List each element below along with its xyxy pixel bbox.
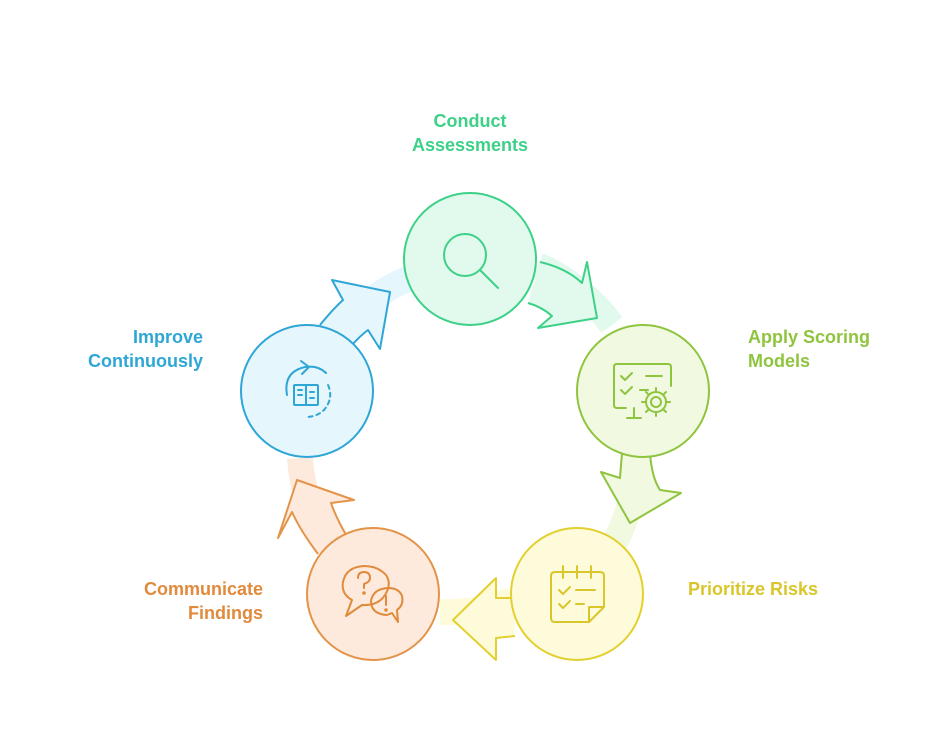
- label-line: Communicate: [143, 579, 263, 599]
- label-line: Apply Scoring: [748, 327, 871, 347]
- stage-label-apply-scoring-models: Apply Scoring Models: [748, 325, 938, 373]
- stage-circle-prioritize: [510, 527, 644, 661]
- stage-label-communicate-findings: Communicate Findings: [64, 577, 263, 625]
- stage-label-conduct-assessments: Conduct Assessments: [390, 109, 550, 157]
- label-line: Prioritize Risks: [688, 579, 819, 599]
- speech-bubbles-icon: [341, 565, 404, 623]
- magnifier-icon: [443, 233, 499, 289]
- label-line: Findings: [188, 603, 263, 623]
- stage-label-prioritize-risks: Prioritize Risks: [688, 577, 888, 601]
- arrow-conduct-to-apply: [527, 261, 598, 329]
- checklist-gear-icon: [613, 363, 672, 419]
- calendar-checklist-icon: [550, 565, 605, 623]
- stage-circle-conduct: [403, 192, 537, 326]
- refresh-chart-icon: [285, 360, 332, 418]
- label-line: Conduct: [433, 111, 507, 131]
- label-line: Continuously: [88, 351, 203, 371]
- stage-label-improve-continuously: Improve Continuously: [40, 325, 203, 373]
- arrow-prioritize-to-communicate: [452, 577, 516, 661]
- arrow-apply-to-prioritize: [600, 453, 682, 524]
- arrow-communicate-to-improve: [277, 479, 355, 555]
- label-line: Models: [748, 351, 811, 371]
- label-line: Improve: [132, 327, 203, 347]
- label-line: Assessments: [411, 135, 529, 155]
